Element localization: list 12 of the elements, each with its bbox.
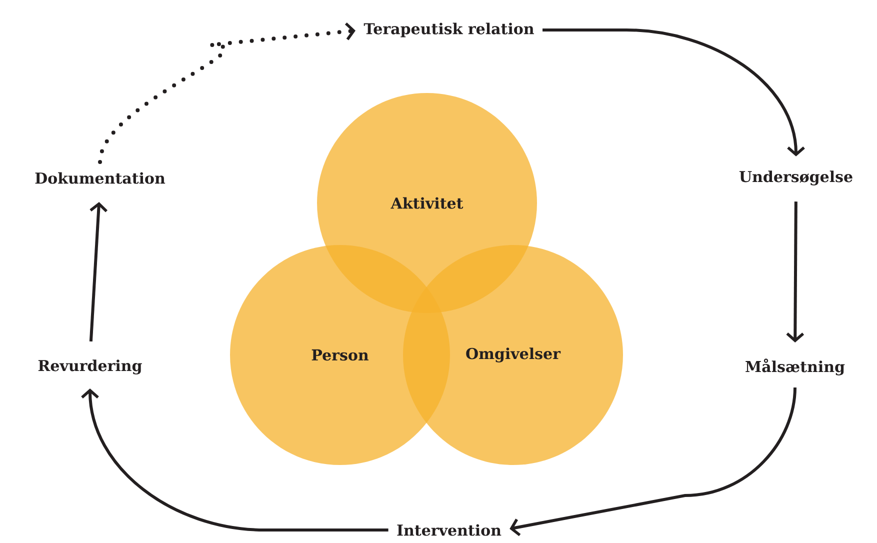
arrow (542, 28, 805, 156)
arrow (786, 202, 804, 342)
step-label: Terapeutisk relation (364, 22, 534, 38)
step-label: Målsætning (746, 358, 845, 376)
arrow (81, 388, 388, 532)
step-label: Revurdering (38, 360, 142, 374)
step-label: Intervention (397, 524, 502, 536)
step-label: Undersøgelse (739, 170, 852, 186)
arrow (98, 22, 356, 164)
arrow (89, 202, 108, 342)
arrow (510, 387, 796, 536)
step-label: Dokumentation (35, 172, 166, 184)
